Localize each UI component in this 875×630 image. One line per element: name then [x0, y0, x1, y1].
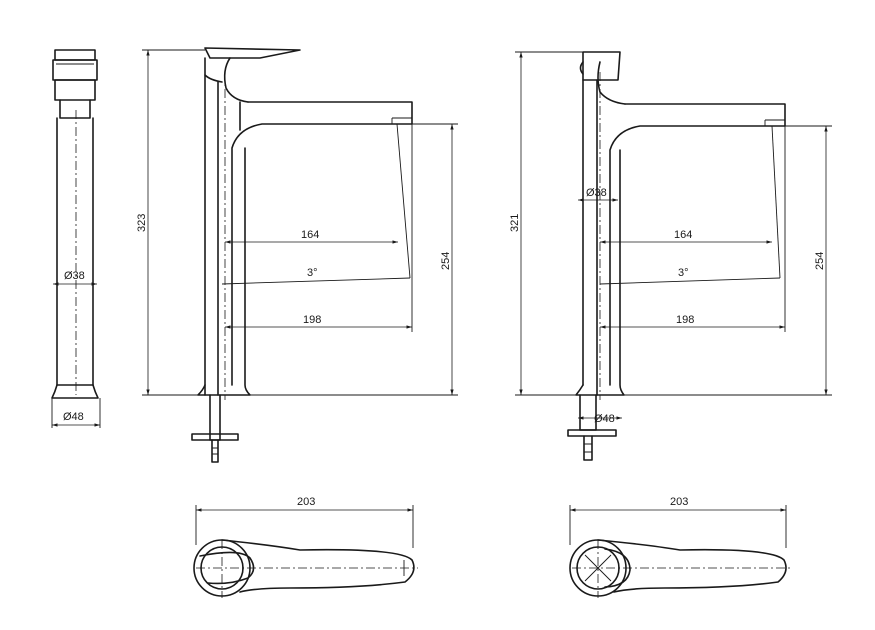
front-right-spout-height-label: 254: [814, 252, 826, 270]
front-right-overall-reach-label: 198: [676, 314, 694, 326]
side-diameter-base-label: Ø48: [63, 411, 84, 423]
front-right-spout-reach-label: 164: [674, 229, 692, 241]
front-left-overall-reach-label: 198: [303, 314, 321, 326]
front-right-angle-label: 3°: [678, 267, 689, 279]
front-view-left: 323 3° 164 198 254: [136, 47, 458, 463]
front-left-spout-reach-label: 164: [301, 229, 319, 241]
side-view: Ø38 Ø48: [51, 49, 101, 428]
top-view-left: 203: [193, 496, 418, 598]
front-view-right: 321 Ø38 164 3° 198 254 Ø48: [509, 51, 832, 461]
top-right-length-label: 203: [670, 496, 688, 508]
top-left-length-label: 203: [297, 496, 315, 508]
front-left-height-label: 323: [136, 214, 148, 232]
front-right-diameter-base-label: Ø48: [594, 413, 615, 425]
front-right-height-label: 321: [509, 214, 521, 232]
side-diameter-body-label: Ø38: [64, 270, 85, 282]
front-left-spout-height-label: 254: [440, 252, 452, 270]
top-view-right: 203: [569, 496, 790, 598]
front-left-angle-label: 3°: [307, 267, 318, 279]
front-right-diameter-body-label: Ø38: [586, 187, 607, 199]
